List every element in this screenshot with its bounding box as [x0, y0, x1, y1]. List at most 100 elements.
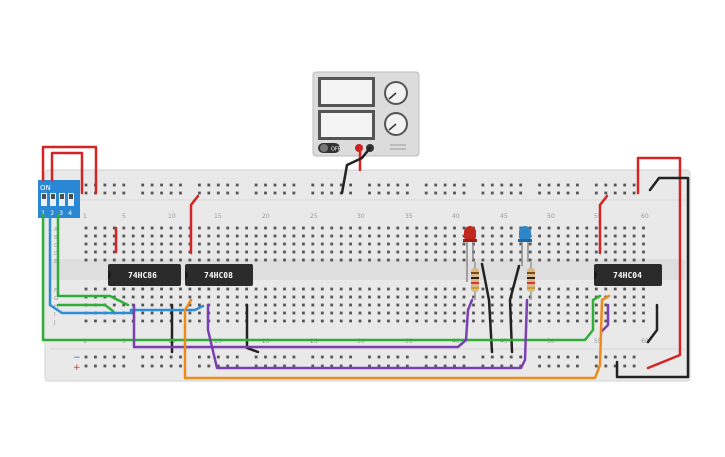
- breadboard-hole[interactable]: [387, 319, 390, 323]
- breadboard-hole[interactable]: [160, 364, 163, 368]
- breadboard-hole[interactable]: [642, 319, 645, 323]
- breadboard-hole[interactable]: [141, 191, 145, 195]
- breadboard-hole[interactable]: [462, 258, 466, 262]
- breadboard-hole[interactable]: [519, 258, 523, 262]
- breadboard-hole[interactable]: [632, 250, 636, 254]
- led-red[interactable]: [463, 226, 477, 282]
- breadboard-hole[interactable]: [368, 258, 371, 262]
- breadboard-hole[interactable]: [462, 364, 466, 368]
- breadboard-hole[interactable]: [405, 258, 409, 262]
- breadboard-hole[interactable]: [509, 364, 513, 368]
- breadboard-hole[interactable]: [264, 303, 267, 307]
- breadboard-hole[interactable]: [283, 303, 286, 307]
- breadboard-hole[interactable]: [112, 242, 116, 246]
- breadboard-hole[interactable]: [377, 226, 381, 230]
- breadboard-hole[interactable]: [179, 242, 182, 246]
- chip-74hc08[interactable]: 74HC08: [185, 264, 253, 286]
- breadboard-hole[interactable]: [112, 226, 116, 230]
- breadboard-hole[interactable]: [604, 311, 608, 315]
- breadboard-hole[interactable]: [150, 258, 154, 262]
- breadboard-hole[interactable]: [585, 226, 589, 230]
- breadboard-hole[interactable]: [594, 191, 598, 195]
- breadboard-hole[interactable]: [547, 258, 551, 262]
- breadboard-hole[interactable]: [623, 311, 627, 315]
- breadboard-hole[interactable]: [141, 295, 145, 299]
- breadboard-hole[interactable]: [330, 319, 334, 323]
- breadboard-hole[interactable]: [443, 250, 447, 254]
- breadboard-hole[interactable]: [538, 250, 541, 254]
- breadboard-hole[interactable]: [94, 364, 97, 368]
- breadboard-hole[interactable]: [500, 287, 504, 291]
- breadboard-hole[interactable]: [112, 250, 116, 254]
- breadboard-hole[interactable]: [387, 364, 390, 368]
- breadboard-hole[interactable]: [358, 242, 362, 246]
- breadboard-hole[interactable]: [226, 242, 230, 246]
- breadboard-hole[interactable]: [94, 226, 97, 230]
- breadboard-hole[interactable]: [490, 258, 494, 262]
- breadboard-hole[interactable]: [254, 234, 258, 238]
- breadboard-hole[interactable]: [387, 234, 390, 238]
- breadboard-hole[interactable]: [198, 355, 201, 359]
- breadboard-hole[interactable]: [235, 319, 239, 323]
- breadboard-hole[interactable]: [358, 234, 362, 238]
- breadboard-hole[interactable]: [519, 191, 523, 195]
- breadboard-hole[interactable]: [349, 258, 352, 262]
- breadboard-hole[interactable]: [179, 311, 182, 315]
- breadboard-hole[interactable]: [547, 319, 551, 323]
- breadboard-hole[interactable]: [481, 364, 485, 368]
- breadboard-hole[interactable]: [273, 287, 277, 291]
- breadboard-hole[interactable]: [94, 287, 97, 291]
- breadboard-hole[interactable]: [150, 319, 154, 323]
- breadboard-hole[interactable]: [519, 355, 523, 359]
- breadboard-hole[interactable]: [557, 183, 560, 187]
- breadboard-hole[interactable]: [462, 250, 466, 254]
- breadboard-hole[interactable]: [576, 319, 579, 323]
- breadboard-hole[interactable]: [273, 303, 277, 307]
- breadboard-hole[interactable]: [387, 242, 390, 246]
- breadboard-hole[interactable]: [424, 295, 428, 299]
- breadboard-hole[interactable]: [273, 191, 277, 195]
- breadboard-hole[interactable]: [604, 355, 608, 359]
- breadboard-hole[interactable]: [462, 287, 466, 291]
- breadboard-hole[interactable]: [405, 287, 409, 291]
- breadboard-hole[interactable]: [424, 355, 428, 359]
- breadboard-hole[interactable]: [509, 258, 513, 262]
- breadboard-hole[interactable]: [235, 250, 239, 254]
- breadboard-hole[interactable]: [594, 183, 598, 187]
- breadboard-hole[interactable]: [169, 295, 173, 299]
- breadboard-hole[interactable]: [547, 364, 551, 368]
- breadboard-hole[interactable]: [387, 191, 390, 195]
- breadboard-hole[interactable]: [613, 287, 617, 291]
- breadboard-hole[interactable]: [84, 287, 88, 291]
- breadboard-hole[interactable]: [424, 258, 428, 262]
- breadboard-hole[interactable]: [377, 183, 381, 187]
- breadboard-hole[interactable]: [264, 183, 267, 187]
- breadboard-hole[interactable]: [377, 191, 381, 195]
- breadboard-hole[interactable]: [292, 226, 296, 230]
- breadboard-hole[interactable]: [245, 287, 248, 291]
- breadboard-hole[interactable]: [349, 234, 352, 238]
- breadboard-hole[interactable]: [207, 183, 211, 187]
- breadboard-hole[interactable]: [547, 234, 551, 238]
- breadboard-hole[interactable]: [462, 191, 466, 195]
- led-blue[interactable]: [518, 226, 532, 266]
- breadboard-hole[interactable]: [235, 242, 239, 246]
- breadboard-hole[interactable]: [415, 303, 419, 307]
- wire-purple[interactable]: [206, 298, 529, 370]
- breadboard-hole[interactable]: [424, 234, 428, 238]
- breadboard-hole[interactable]: [453, 258, 456, 262]
- breadboard-hole[interactable]: [103, 242, 107, 246]
- breadboard-hole[interactable]: [112, 234, 116, 238]
- breadboard-hole[interactable]: [538, 183, 541, 187]
- breadboard-hole[interactable]: [434, 355, 438, 359]
- breadboard-hole[interactable]: [528, 319, 532, 323]
- breadboard-hole[interactable]: [368, 364, 371, 368]
- breadboard-hole[interactable]: [150, 287, 154, 291]
- breadboard-hole[interactable]: [519, 242, 523, 246]
- breadboard-hole[interactable]: [585, 311, 589, 315]
- breadboard-hole[interactable]: [623, 183, 627, 187]
- wire-black[interactable]: [340, 146, 372, 195]
- breadboard-hole[interactable]: [264, 364, 267, 368]
- breadboard-hole[interactable]: [349, 355, 352, 359]
- breadboard-hole[interactable]: [150, 242, 154, 246]
